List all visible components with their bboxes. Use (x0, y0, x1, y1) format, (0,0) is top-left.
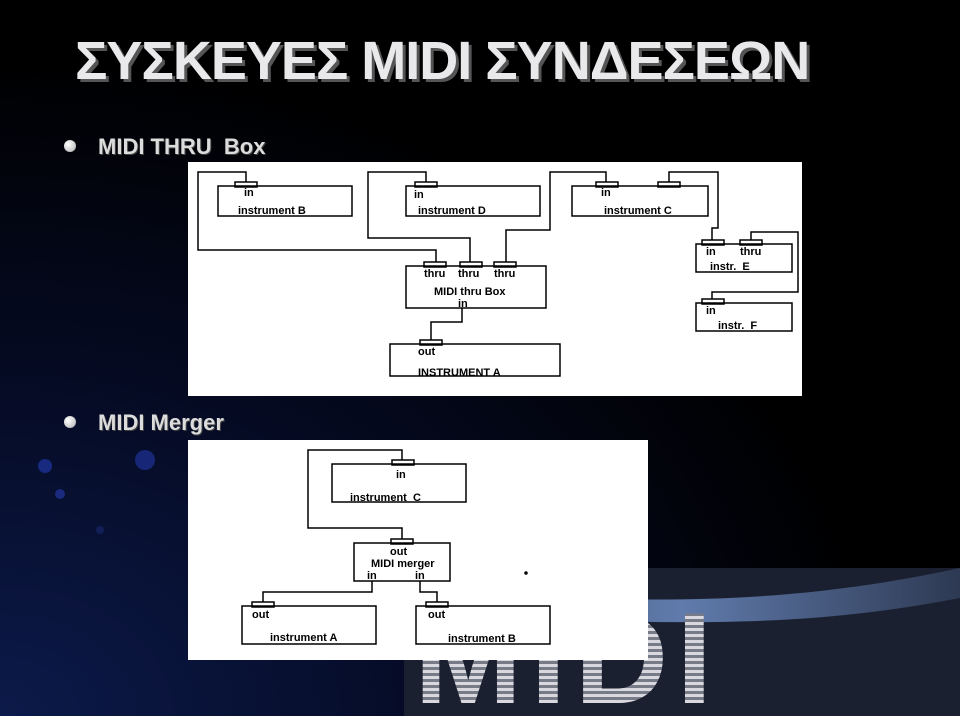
slide-title: ΣΥΣΚΕΥΕΣ MIDI ΣΥΝΔΕΣΕΩΝ (75, 31, 810, 91)
bullet-label: MIDI THRU Box (98, 134, 266, 159)
bullet-thru-box: MIDI THRU Box (64, 134, 265, 160)
instrument-e-port-in-label: in (706, 246, 716, 258)
instrument-f-label: instr. F (718, 320, 757, 332)
instrument-c-port-label: in (601, 187, 611, 199)
deco-dot-1 (38, 459, 52, 473)
instrument-d-port-label: in (414, 189, 424, 201)
merger-instrument-c-port-label: in (396, 469, 406, 481)
instrument-c-port-1 (595, 181, 619, 188)
instrument-b-box (217, 185, 353, 217)
merger-in-1-label: in (367, 570, 377, 582)
instrument-d-port (414, 181, 438, 188)
thru-port-2-label: thru (458, 268, 479, 280)
cable-e-to-f (711, 231, 799, 299)
instrument-a-box (389, 343, 561, 377)
instrument-a-port-label: out (418, 346, 435, 358)
cable-thru-to-d (367, 171, 471, 262)
merger-instrument-c-box (331, 463, 467, 503)
thru-box-label: MIDI thru Box (434, 286, 506, 298)
merger-diagram: in instrument C out MIDI merger in in ou… (188, 440, 648, 660)
cable-c-to-e (668, 171, 719, 240)
merger-instrument-a-box (241, 605, 377, 645)
stray-dot (524, 571, 528, 575)
bullet-icon (64, 416, 76, 429)
thru-port-1 (423, 261, 447, 268)
decorative-dots (38, 450, 155, 534)
thru-port-2 (459, 261, 483, 268)
merger-instrument-b-port-label: out (428, 609, 445, 621)
instrument-d-label: instrument D (418, 205, 486, 217)
deco-dot-3 (55, 489, 65, 499)
instrument-f-port-label: in (706, 305, 716, 317)
cable-merger-to-c (307, 449, 403, 539)
bullet-icon (64, 140, 76, 153)
merger-instrument-b-port (425, 601, 449, 608)
instrument-f-port (701, 298, 725, 305)
thru-box-diagram: in instrument B in instrument D in instr… (188, 162, 802, 396)
deco-dot-4 (96, 526, 104, 534)
thru-port-3-label: thru (494, 268, 515, 280)
thru-port-1-label: thru (424, 268, 445, 280)
cable-thru-to-b (197, 171, 437, 262)
merger-in-2-label: in (415, 570, 425, 582)
cable-b-to-merger (419, 586, 438, 602)
merger-instrument-c-label: instrument C (350, 492, 421, 504)
deco-dot-2 (135, 450, 155, 470)
instrument-b-port-label: in (244, 187, 254, 199)
instrument-d-box (405, 185, 541, 217)
cable-a-to-merger (262, 586, 373, 602)
instrument-b-label: instrument B (238, 205, 306, 217)
instrument-c-box (571, 185, 709, 217)
merger-box (353, 542, 451, 582)
merger-instrument-a-label: instrument A (270, 632, 337, 644)
bullet-label: MIDI Merger (98, 410, 224, 435)
instrument-c-port-2 (657, 181, 681, 188)
instrument-e-box (695, 243, 793, 273)
instrument-a-label: INSTRUMENT A (418, 367, 501, 379)
merger-instrument-a-port-label: out (252, 609, 269, 621)
cable-thru-to-c (505, 171, 607, 262)
instrument-a-port (419, 339, 443, 346)
thru-box-input-label: in (458, 298, 468, 310)
instrument-f-box (695, 302, 793, 332)
instrument-e-port-thru-label: thru (740, 246, 761, 258)
merger-instrument-a-port (251, 601, 275, 608)
instrument-e-port-thru (739, 239, 763, 246)
merger-out-port (390, 538, 414, 545)
merger-out-label: out (390, 546, 407, 558)
merger-label: MIDI merger (371, 558, 435, 570)
bullet-merger: MIDI Merger (64, 410, 224, 436)
merger-instrument-b-box (415, 605, 551, 645)
instrument-c-label: instrument C (604, 205, 672, 217)
instrument-e-label: instr. E (710, 261, 750, 273)
cable-a-to-thru (430, 308, 463, 340)
merger-instrument-b-label: instrument B (448, 633, 516, 645)
instrument-e-port-in (701, 239, 725, 246)
thru-port-3 (493, 261, 517, 268)
thru-box (405, 265, 547, 309)
merger-instrument-c-port (391, 459, 415, 466)
